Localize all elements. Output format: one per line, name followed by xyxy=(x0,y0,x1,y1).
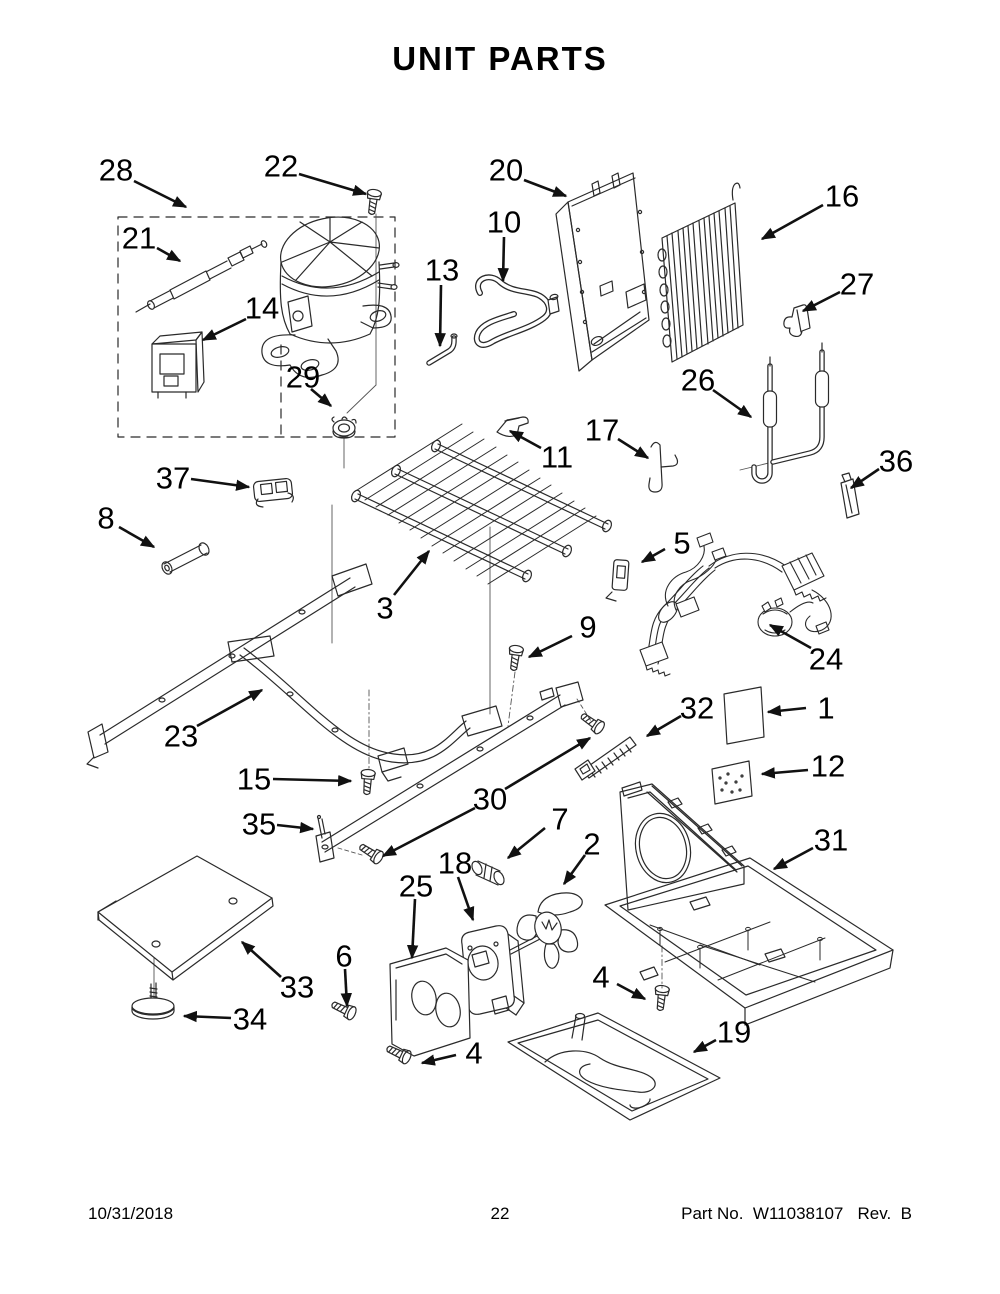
elbow-tube xyxy=(426,333,458,366)
coil-clip xyxy=(496,416,529,438)
motor-coupler xyxy=(471,860,505,886)
callout-32: 32 xyxy=(679,690,715,726)
footer-date: 10/31/2018 xyxy=(88,1204,174,1223)
tube-shield xyxy=(840,472,860,519)
callout-8: 8 xyxy=(97,500,115,536)
callout-18: 18 xyxy=(437,845,473,881)
callout-11: 11 xyxy=(540,439,574,475)
start-relay xyxy=(151,331,205,399)
callout-2: 2 xyxy=(583,826,601,862)
wire-clip xyxy=(252,477,294,508)
leader-arrows xyxy=(118,172,880,1066)
leveling-foot xyxy=(131,982,175,1020)
callout-15: 15 xyxy=(236,761,272,797)
unit-frame xyxy=(86,563,503,782)
condenser-coil xyxy=(350,423,613,585)
footer-part-number: Part No. W11038107 Rev. B xyxy=(681,1204,912,1223)
callout-19: 19 xyxy=(716,1014,752,1050)
roller-pin xyxy=(161,542,210,575)
callout-6: 6 xyxy=(335,938,353,974)
callout-14: 14 xyxy=(244,290,280,326)
callout-24: 24 xyxy=(808,641,844,677)
callout-10: 10 xyxy=(486,204,522,240)
callout-20: 20 xyxy=(488,152,524,188)
callout-17: 17 xyxy=(584,412,620,448)
callout-31: 31 xyxy=(813,822,849,858)
callout-4-right: 4 xyxy=(592,959,610,995)
motor-bracket xyxy=(389,947,471,1057)
callout-22: 22 xyxy=(263,148,299,184)
wire-harness xyxy=(639,532,832,677)
callout-13: 13 xyxy=(424,252,460,288)
footer-page-number: 22 xyxy=(490,1204,510,1223)
evaporator-cover xyxy=(555,172,650,372)
fan-motor xyxy=(461,925,543,1016)
terminal-plate xyxy=(711,760,753,805)
callout-1: 1 xyxy=(817,690,835,726)
callout-4-left: 4 xyxy=(465,1035,483,1071)
callout-3: 3 xyxy=(376,590,394,626)
callout-34: 34 xyxy=(232,1001,268,1037)
callout-9: 9 xyxy=(579,609,597,645)
callout-12: 12 xyxy=(810,748,846,784)
callout-33: 33 xyxy=(279,969,315,1005)
base-pan xyxy=(604,781,894,1026)
drain-tube xyxy=(473,274,560,348)
locator-pin xyxy=(316,814,326,839)
support-hook xyxy=(648,441,679,493)
callout-16: 16 xyxy=(824,178,860,214)
page-title: UNIT PARTS xyxy=(392,40,608,77)
fan-blade xyxy=(516,892,583,969)
compressor xyxy=(261,216,400,378)
tech-sheet xyxy=(723,686,765,745)
drier-assembly xyxy=(751,342,830,484)
callout-25: 25 xyxy=(398,868,434,904)
callout-30: 30 xyxy=(472,781,508,817)
callout-29: 29 xyxy=(285,359,321,395)
support-rail xyxy=(315,681,584,863)
condenser xyxy=(657,182,744,363)
callout-5: 5 xyxy=(673,525,691,561)
callout-21: 21 xyxy=(121,220,157,256)
callout-35: 35 xyxy=(241,806,277,842)
callout-28: 28 xyxy=(98,152,134,188)
callout-37: 37 xyxy=(155,460,191,496)
kit-dashed-box xyxy=(117,216,396,438)
callout-27: 27 xyxy=(839,266,875,302)
callout-23: 23 xyxy=(163,718,199,754)
callout-26: 26 xyxy=(680,362,716,398)
cover-plate xyxy=(97,855,274,981)
drain-pan xyxy=(507,1012,721,1121)
tube-clamp xyxy=(605,559,630,602)
compressor-grommet xyxy=(331,416,357,439)
callout-7: 7 xyxy=(551,801,569,837)
suction-tube xyxy=(135,240,268,313)
cable-tie xyxy=(574,736,637,781)
callout-36: 36 xyxy=(878,443,914,479)
